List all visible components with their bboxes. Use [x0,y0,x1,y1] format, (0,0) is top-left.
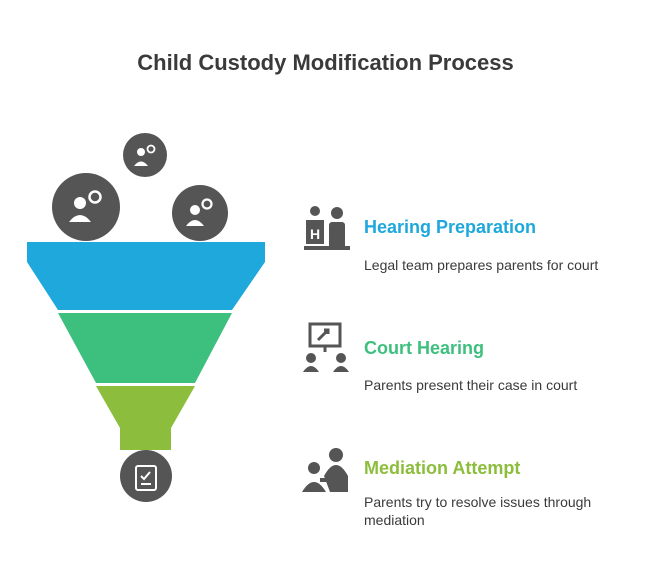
gavel-presentation-icon [303,322,349,372]
stage-2-title: Court Hearing [364,338,485,358]
stage-3-title: Mediation Attempt [364,458,521,478]
checklist-document-icon [120,450,172,502]
mediation-people-icon [302,448,348,492]
stage-1-description: Legal team prepares parents for court [364,257,599,273]
page-title: Child Custody Modification Process [137,50,514,75]
stage-1-title: Hearing Preparation [364,217,537,237]
funnel-stage-3 [96,386,195,450]
parent-child-icon [52,173,120,241]
parent-child-icon [172,185,228,241]
stage-2-description: Parents present their case in court [364,377,578,393]
funnel-stage-1 [27,242,265,310]
funnel-stage-2 [58,313,232,383]
parent-child-icon [123,133,167,177]
stage-3-description: Parents try to resolve issues through me… [364,494,592,528]
hospital-people-icon: H [304,206,350,250]
svg-text:H: H [310,226,320,242]
